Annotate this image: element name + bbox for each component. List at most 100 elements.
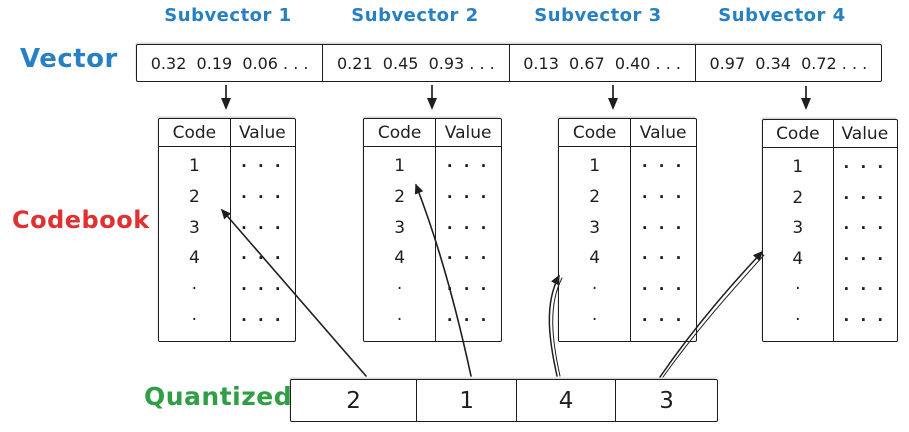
- code-cell: 4: [792, 248, 804, 269]
- value-column-header: Value: [841, 123, 889, 144]
- code-cell: 4: [589, 248, 601, 269]
- table-row: 4 · · ·: [159, 243, 295, 274]
- code-cell: 3: [188, 217, 200, 238]
- code-cell: 3: [589, 217, 601, 238]
- value-cell: · · ·: [641, 218, 685, 237]
- code-cell: 4: [188, 248, 200, 269]
- codebook-table-body: 1 · · · 2 · · · 3 · · · 4 · · · · · · · · · · …: [559, 147, 696, 341]
- codebook-table-1: Code Value 1 · · · 2· · · 3 · · · 4 · · · ·…: [158, 118, 296, 342]
- table-row: · · · ·: [763, 274, 897, 305]
- value-cell: · · ·: [446, 280, 490, 299]
- code-column-header: Code: [377, 122, 422, 143]
- code-cell: 1: [188, 156, 200, 177]
- table-row: 2 · · ·: [364, 182, 501, 213]
- value-column-header: Value: [239, 122, 286, 143]
- code-cell: 1: [792, 157, 804, 178]
- table-row: · · · ·: [559, 304, 696, 335]
- code-cell: ·: [191, 279, 198, 300]
- table-row: 4 · · ·: [364, 243, 501, 274]
- code-column-header: Code: [572, 122, 617, 143]
- table-row: 1 · · ·: [763, 152, 897, 183]
- value-cell: · · ·: [641, 310, 685, 329]
- value-cell: · · ·: [241, 157, 284, 176]
- value-cell: · · ·: [446, 188, 490, 206]
- table-row: · · · ·: [763, 305, 897, 336]
- table-row: · · · ·: [364, 304, 501, 335]
- value-column-header: Value: [444, 122, 492, 143]
- table-row: 4 · · ·: [559, 243, 696, 274]
- codebook-table-body: 1 · · · 2· · · 3 · · · 4 · · · · · · · · · · …: [159, 147, 295, 341]
- code-cell: ·: [396, 309, 403, 330]
- vector-label: Vector: [20, 44, 118, 74]
- subvector-1-values: 0.32 0.19 0.06 . . .: [137, 45, 324, 81]
- value-cell: · · ·: [241, 218, 284, 237]
- value-cell: · · ·: [843, 219, 887, 238]
- value-cell: · · ·: [843, 188, 887, 207]
- subvector-4-values: 0.97 0.34 0.72 . . .: [709, 53, 868, 73]
- quantized-code-2: 1: [417, 380, 518, 421]
- code-cell: 3: [394, 217, 406, 238]
- subvector-2-values: 0.21 0.45 0.93 . . .: [323, 45, 510, 81]
- value-cell: · · ·: [241, 310, 284, 329]
- code-cell: 3: [792, 218, 804, 239]
- codebook-table-4: Code Value 1· · · 2· · · 3· · · 4· · · ·…: [762, 119, 898, 342]
- quantized-label: Quantized: [144, 382, 293, 411]
- value-cell: · · ·: [641, 157, 685, 176]
- value-cell: · · ·: [843, 158, 887, 177]
- value-cell: · · ·: [241, 280, 284, 299]
- codebook-table-header: Code Value: [559, 119, 696, 147]
- code-cell: ·: [396, 279, 403, 300]
- subvector-3-values: 0.13 0.67 0.40 . . .: [510, 45, 696, 81]
- value-column-header: Value: [639, 122, 687, 143]
- subvector-4-label: Subvector 4: [718, 5, 846, 26]
- table-row: 1 · · ·: [159, 151, 295, 182]
- value-cell: · · ·: [843, 280, 887, 299]
- code-cell: 2: [394, 187, 406, 207]
- code-cell: ·: [591, 309, 598, 330]
- table-row: 3 · · ·: [763, 213, 897, 244]
- code-column-header: Code: [172, 122, 217, 143]
- code-cell: ·: [795, 279, 801, 300]
- vector-box: 0.32 0.19 0.06 . . . 0.21 0.45 0.93 . . …: [136, 44, 882, 82]
- table-row: · · · ·: [159, 274, 295, 305]
- value-cell: · · ·: [446, 249, 490, 268]
- codebook-label: Codebook: [12, 206, 150, 234]
- code-cell: 1: [589, 156, 601, 177]
- code-cell: 2: [792, 187, 804, 208]
- code-cell: 2: [589, 187, 601, 207]
- table-row: 2 · · ·: [763, 183, 897, 214]
- code-column-header: Code: [776, 123, 820, 144]
- value-cell: · · ·: [241, 249, 284, 268]
- value-cell: · · ·: [446, 310, 490, 329]
- table-row: · · · ·: [364, 274, 501, 305]
- code-cell: 4: [394, 248, 406, 269]
- codebook-table-body: 1· · · 2· · · 3· · · 4· · · ·· · · ·· · …: [763, 148, 897, 341]
- quantized-box: 2 1 4 3: [290, 379, 718, 422]
- code-cell: 1: [394, 156, 406, 177]
- table-row: 1 · · ·: [559, 151, 696, 182]
- value-cell: · · ·: [641, 280, 685, 299]
- value-cell: · · ·: [843, 310, 887, 329]
- value-cell: · · ·: [641, 249, 685, 268]
- quantized-code-4: 3: [659, 387, 674, 414]
- value-cell: · · ·: [446, 218, 490, 237]
- value-cell: · · ·: [241, 188, 284, 206]
- codebook-table-body: 1· · · 2· · · 3· · · 4· · · ·· · · ·· · …: [364, 147, 501, 341]
- codebook-table-header: Code Value: [159, 119, 295, 147]
- table-row: 3 · · ·: [364, 212, 501, 243]
- codebook-table-3: Code Value 1 · · · 2 · · · 3 · · · 4 · · · ·…: [558, 118, 697, 342]
- code-cell: ·: [591, 279, 598, 300]
- table-row: 4· · ·: [763, 244, 897, 275]
- codebook-table-header: Code Value: [364, 119, 501, 147]
- code-cell: ·: [795, 309, 801, 330]
- code-cell: ·: [191, 309, 198, 330]
- table-row: 2· · ·: [159, 182, 295, 213]
- subvector-2-label: Subvector 2: [351, 5, 479, 26]
- quantized-code-1: 2: [291, 380, 418, 421]
- table-row: 2 · · ·: [559, 182, 696, 213]
- value-cell: · · ·: [641, 188, 685, 206]
- table-row: 1· · ·: [364, 151, 501, 182]
- table-row: · · · ·: [159, 304, 295, 335]
- table-row: 3 · · ·: [159, 212, 295, 243]
